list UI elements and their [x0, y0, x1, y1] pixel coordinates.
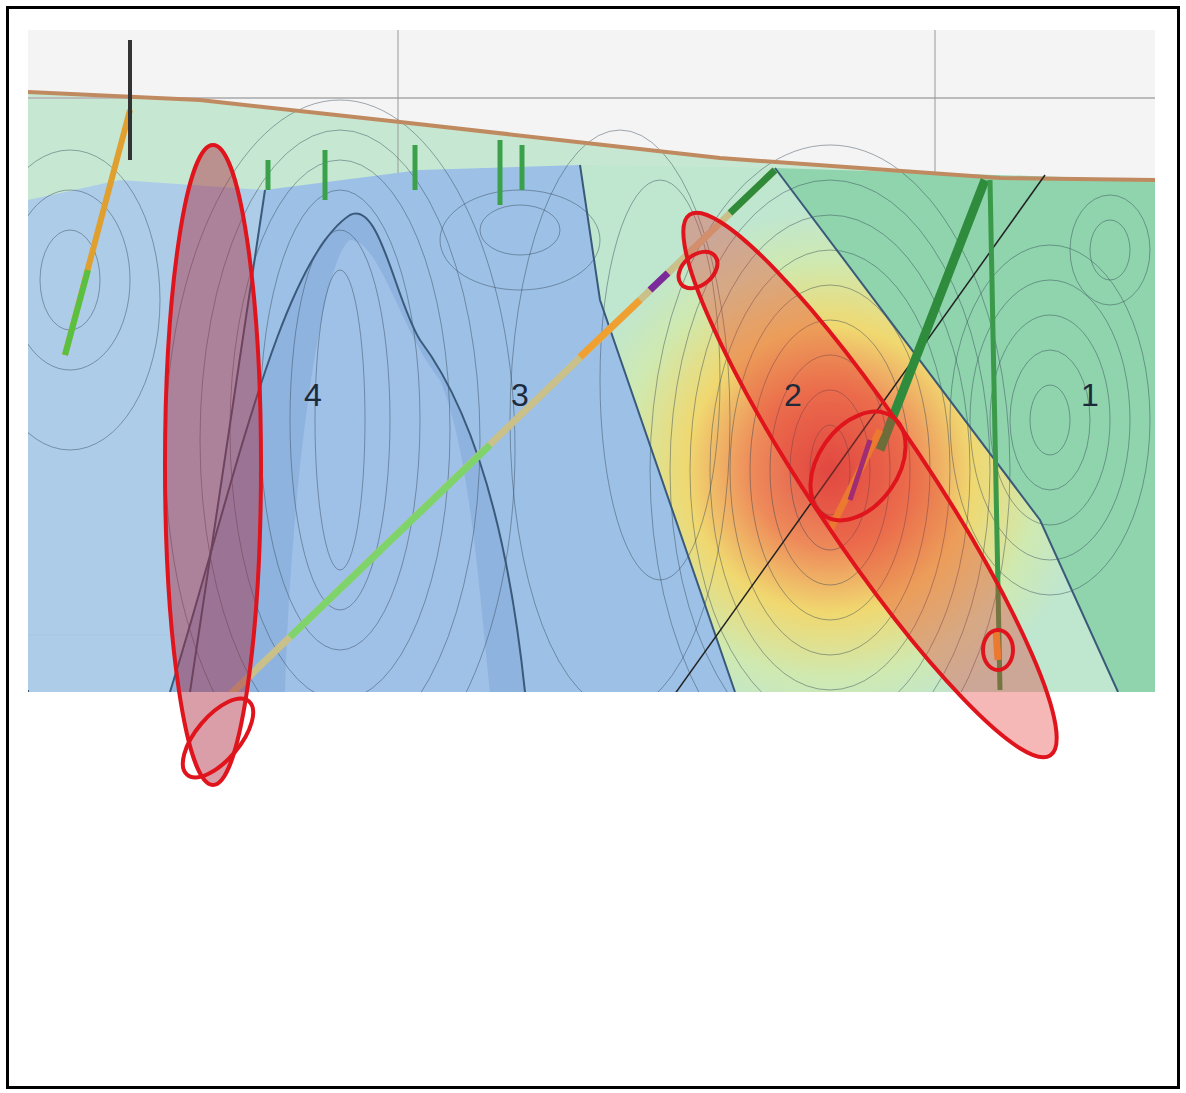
zone-number: 3 [511, 379, 529, 411]
zone-number: 2 [784, 379, 802, 411]
zone-number: 1 [1081, 379, 1099, 411]
zone-number: 4 [304, 379, 322, 411]
